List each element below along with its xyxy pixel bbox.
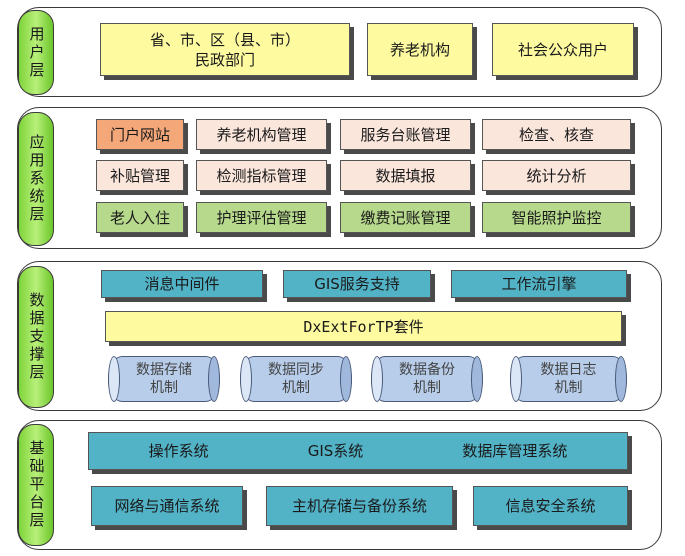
user-public: 社会公众用户 — [492, 23, 634, 76]
user-layer-label: 用户层 — [27, 25, 46, 80]
base-os: 操作系统 — [148, 442, 209, 460]
app-ledger-mgmt: 服务台账管理 — [340, 119, 471, 150]
base-gis-system: GIS系统 — [307, 442, 364, 460]
data-log-cylinder: 数据日志 机制 — [510, 356, 627, 402]
data-storage-label: 数据存储 机制 — [136, 362, 192, 396]
user-layer-tag: 用户层 — [18, 10, 54, 95]
app-indicator-mgmt: 检测指标管理 — [196, 160, 327, 191]
data-sync-cylinder: 数据同步 机制 — [240, 356, 352, 402]
base-network-comm: 网络与通信系统 — [91, 486, 243, 526]
data-suite: DxExtForTP套件 — [105, 311, 622, 342]
app-portal: 门户网站 — [96, 119, 184, 150]
base-layer-tag: 基础平台层 — [18, 424, 54, 546]
data-message-middleware: 消息中间件 — [101, 270, 263, 298]
app-layer-label: 应用系统层 — [27, 134, 46, 224]
data-backup-cylinder: 数据备份 机制 — [371, 356, 483, 402]
base-row1-bar: 操作系统 GIS系统 数据库管理系统 — [88, 432, 628, 470]
user-civil-affairs: 省、市、区（县、市） 民政部门 — [100, 23, 350, 76]
app-data-filling: 数据填报 — [340, 160, 471, 191]
app-inspection: 检查、核查 — [482, 119, 631, 150]
data-backup-label: 数据备份 机制 — [399, 362, 455, 396]
data-log-label: 数据日志 机制 — [540, 362, 597, 396]
app-billing-mgmt: 缴费记账管理 — [340, 202, 471, 233]
data-workflow-engine: 工作流引擎 — [451, 270, 627, 298]
data-sync-label: 数据同步 机制 — [268, 362, 324, 396]
base-layer-label: 基础平台层 — [27, 440, 46, 530]
app-nursing-assessment: 护理评估管理 — [196, 202, 327, 233]
data-layer-tag: 数据支撑层 — [18, 266, 54, 408]
data-storage-cylinder: 数据存储 机制 — [108, 356, 220, 402]
base-host-storage-backup: 主机存储与备份系统 — [266, 486, 453, 526]
user-elderly-institution: 养老机构 — [367, 23, 473, 76]
app-institution-mgmt: 养老机构管理 — [196, 119, 327, 150]
app-checkin: 老人入住 — [96, 202, 184, 233]
data-layer-label: 数据支撑层 — [27, 292, 46, 382]
app-layer-tag: 应用系统层 — [18, 112, 54, 246]
base-dbms: 数据库管理系统 — [462, 442, 568, 460]
app-subsidy-mgmt: 补贴管理 — [96, 160, 184, 191]
app-statistics: 统计分析 — [482, 160, 631, 191]
base-info-security: 信息安全系统 — [473, 486, 628, 526]
app-smart-care-monitor: 智能照护监控 — [482, 202, 631, 233]
data-gis-service: GIS服务支持 — [283, 270, 431, 298]
